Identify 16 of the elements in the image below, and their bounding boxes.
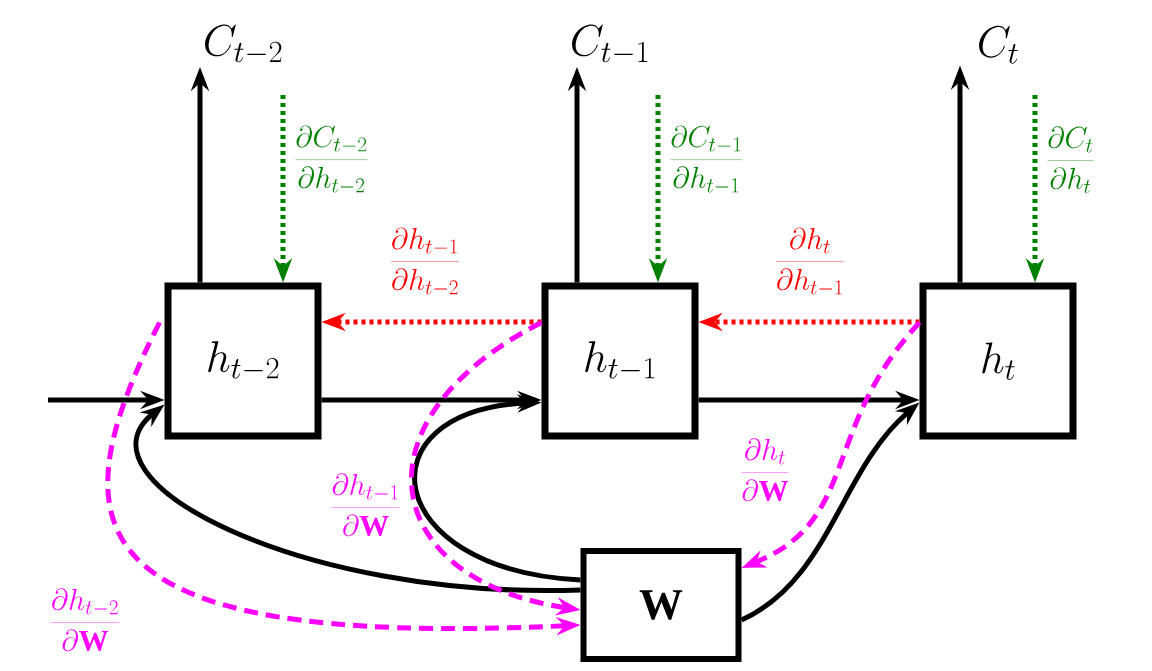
edge-label: $\frac{\partial h_{t}}{\partial \mathbf{W}}$ <box>739 437 791 503</box>
state-box: $h_{t}$ <box>919 282 1077 440</box>
edge-label: $\frac{\partial C_{t-2}}{\partial h_{t-2}}$ <box>293 125 370 195</box>
edge-label: $\frac{\partial C_{t}}{\partial h_{t}}$ <box>1045 125 1096 195</box>
state-box: $h_{t-1}$ <box>541 282 699 440</box>
edge-label: $\frac{\partial h_{t-1}}{\partial h_{t-2}}$ <box>388 227 462 297</box>
output-label: $C_{t-2}$ <box>205 24 282 63</box>
arrow <box>412 394 581 583</box>
output-label: $C_{t-1}$ <box>572 24 648 63</box>
edge-label: $\frac{\partial h_{t}}{\partial h_{t-1}}$ <box>773 227 847 297</box>
weight-box: $\mathbf{W}$ <box>580 548 742 662</box>
edge-label: $\frac{\partial h_{t-1}}{\partial \mathbf{W}}$ <box>329 472 402 538</box>
edge-label: $\frac{\partial C_{t-1}}{\partial h_{t-1}}$ <box>668 125 745 195</box>
edge-label: $\frac{\partial h_{t-2}}{\partial \mathbf{W}}$ <box>48 587 122 653</box>
output-label: $C_{t}$ <box>979 25 1018 64</box>
state-box: $h_{t-2}$ <box>164 282 322 440</box>
